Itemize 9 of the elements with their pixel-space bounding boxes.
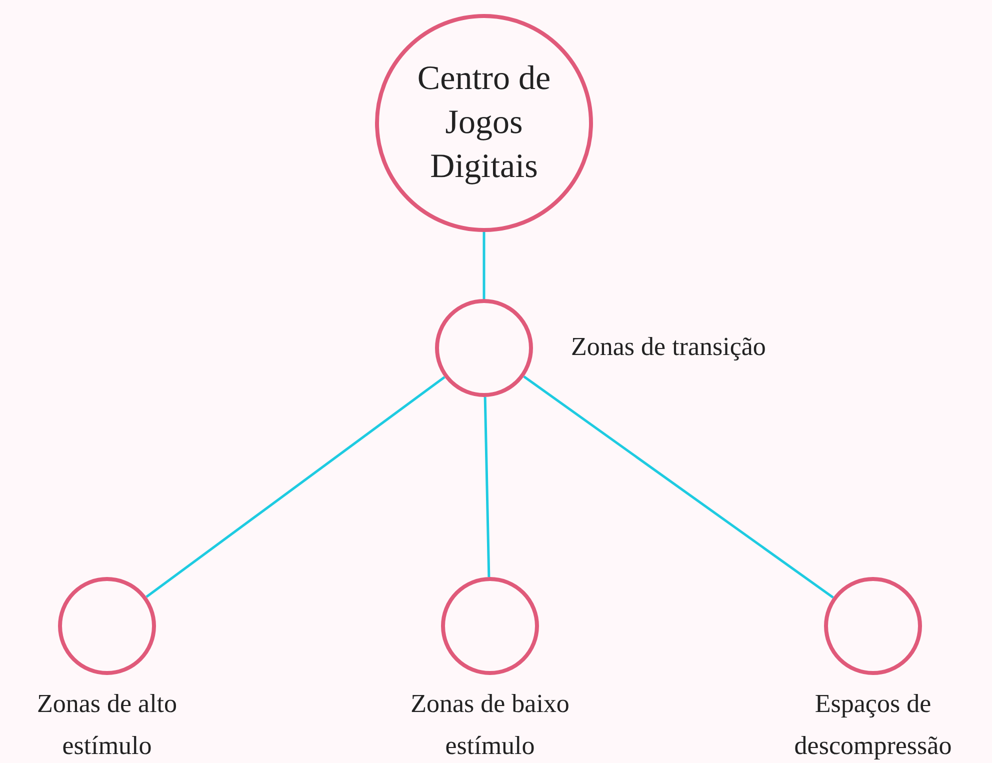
node-label: Zonas de baixo estímulo: [410, 688, 570, 762]
node-label: Zonas de alto estímulo: [36, 688, 178, 762]
node-title: Centro de Jogos Digitais: [416, 58, 552, 188]
connector-line: [484, 396, 490, 578]
connector-line: [482, 232, 486, 299]
node-label: Zonas de transição: [571, 331, 766, 363]
node-label: Espaços de descompressão: [793, 688, 953, 762]
connector-line: [523, 375, 834, 599]
connector-line: [146, 376, 446, 598]
